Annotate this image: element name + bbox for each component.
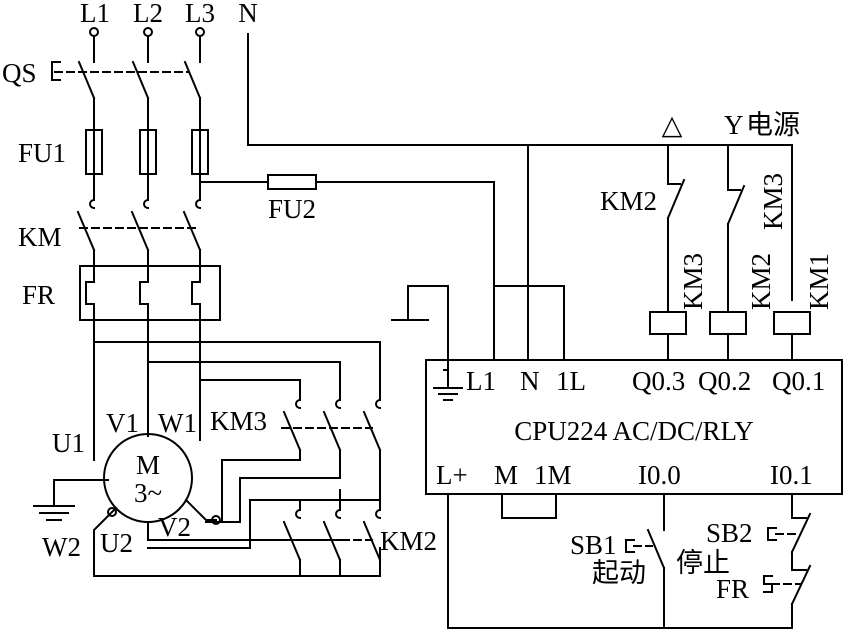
label-coil-km3: KM3: [678, 253, 708, 310]
label-u2: U2: [100, 528, 133, 558]
label-stop: 停止: [676, 548, 730, 578]
label-v2: V2: [158, 512, 191, 542]
coil-km1: [773, 311, 811, 335]
qs-blade-2: [131, 60, 150, 100]
plc-terminal-lplus: L+: [436, 460, 468, 490]
input-circuit: SB1 起动 SB2 停止 FR: [447, 493, 812, 629]
label-w2: W2: [42, 532, 81, 562]
label-u1: U1: [52, 428, 85, 458]
plc-output-q02: Q0.2: [698, 366, 751, 396]
plc-terminal-1l: 1L: [556, 366, 586, 396]
label-fu1: FU1: [18, 138, 66, 168]
fr-overload-relay: FR: [22, 265, 221, 321]
terminal-l2: [143, 27, 153, 37]
qs-blade-3: [183, 60, 202, 100]
km2-contacts: KM2: [281, 489, 437, 577]
sb1-contact: [646, 528, 666, 570]
label-n: N: [238, 0, 258, 28]
km-blade-1: [76, 210, 96, 252]
label-fr: FR: [22, 280, 55, 310]
plc-terminal-l1: L1: [466, 366, 496, 396]
label-delta: △: [662, 110, 683, 140]
plc-terminal-1m: 1M: [534, 460, 572, 490]
sb2-contact: [790, 512, 812, 554]
plc-box: [425, 359, 843, 495]
plc-unit: L1 N 1L Q0.3 Q0.2 Q0.1 CPU224 AC/DC/RLY …: [425, 359, 843, 519]
label-coil-km2: KM2: [746, 253, 776, 310]
label-l3: L3: [185, 0, 215, 28]
coil-km3: [649, 311, 687, 335]
label-power: 电源: [746, 110, 800, 140]
terminal-l1: [89, 27, 99, 37]
motor-m: M: [136, 450, 160, 480]
plc-output-q01: Q0.1: [772, 366, 825, 396]
label-l2: L2: [133, 0, 163, 28]
plc-model: CPU224 AC/DC/RLY: [514, 416, 754, 446]
label-sb1: SB1: [570, 530, 617, 560]
fr-box: [79, 265, 221, 321]
main-power-lines: QS FU1 KM: [2, 35, 209, 267]
label-start: 起动: [592, 558, 646, 588]
km-blade-2: [130, 210, 150, 252]
km3-contacts: KM3: [147, 398, 382, 549]
label-qs: QS: [2, 58, 37, 88]
label-km3-interlock: KM3: [758, 173, 788, 230]
qs-handle: [51, 61, 61, 81]
output-section: △ Y 电源 KM2 KM3 KM3 KM2 KM1: [600, 110, 834, 361]
terminal-l3: [195, 27, 205, 37]
label-km2-main: KM2: [380, 526, 437, 556]
plc-terminal-m: M: [494, 460, 518, 490]
control-supply: FU2: [199, 33, 793, 371]
plc-output-q03: Q0.3: [632, 366, 685, 396]
label-v1: V1: [106, 408, 139, 438]
supply-terminals: L1 L2 L3 N: [80, 0, 258, 37]
label-km3-main: KM3: [210, 406, 267, 436]
label-km: KM: [18, 222, 62, 252]
plc-terminal-n: N: [520, 366, 540, 396]
label-l1: L1: [80, 0, 110, 28]
plc-input-i01: I0.1: [770, 460, 813, 490]
label-km2-interlock: KM2: [600, 186, 657, 216]
label-w1: W1: [158, 408, 197, 438]
label-fu2: FU2: [268, 194, 316, 224]
motor: M 3~ U1 V1 W1 U2 V2 W2: [33, 408, 381, 577]
label-sb2: SB2: [706, 518, 753, 548]
motor-feed-lines: [93, 319, 381, 461]
plc-input-i00: I0.0: [638, 460, 681, 490]
fuse-fu2: [267, 174, 317, 190]
qs-blade-1: [77, 60, 96, 100]
motor-phase: 3~: [134, 478, 162, 508]
coil-km2: [709, 311, 747, 335]
label-star: Y: [724, 110, 744, 140]
km-blade-3: [182, 210, 202, 252]
label-fr-contact: FR: [716, 574, 749, 604]
label-coil-km1: KM1: [804, 253, 834, 310]
